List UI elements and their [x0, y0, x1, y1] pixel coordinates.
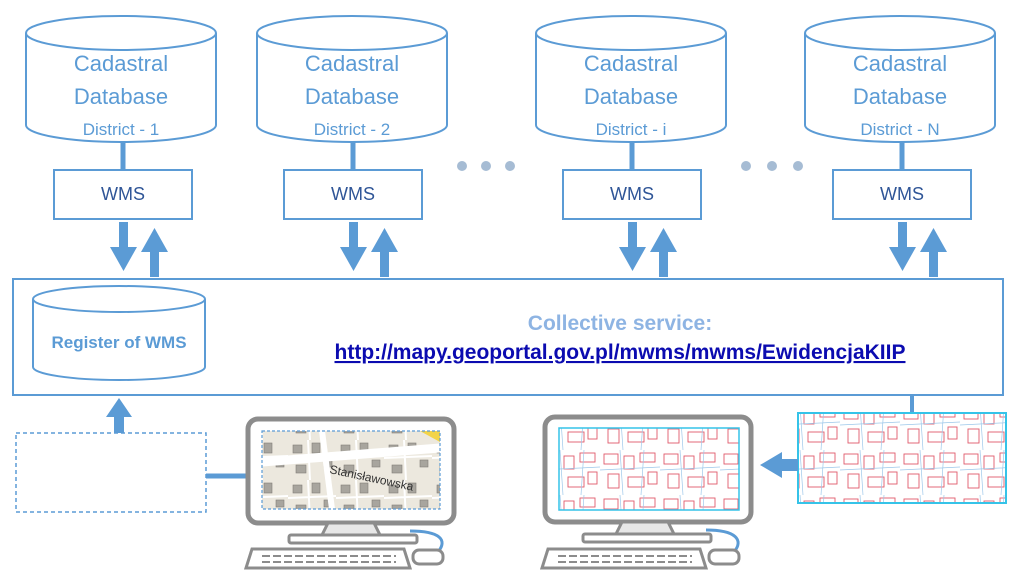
wms-label: WMS — [331, 184, 375, 204]
wms-label: WMS — [880, 184, 924, 204]
database-district-label: District - N — [860, 120, 939, 139]
database-title-line2: Database — [584, 84, 678, 109]
database-title-line2: Database — [305, 84, 399, 109]
db-wms-connectors — [120, 142, 905, 170]
database-icon — [256, 15, 448, 143]
arrow-down-icon — [110, 222, 137, 271]
database-icon — [535, 15, 727, 143]
topographic-map-preview: Stanisławowska — [262, 431, 440, 509]
computer-icon: Stanisławowska — [243, 416, 457, 570]
database-district-label: District - 1 — [83, 120, 160, 139]
wms-label: WMS — [101, 184, 145, 204]
arrow-left-icon — [760, 452, 798, 478]
database-title-line1: Cadastral — [853, 51, 947, 76]
cadastral-map-panel — [797, 412, 1007, 504]
database-title-line2: Database — [74, 84, 168, 109]
ellipsis-icon — [457, 161, 515, 171]
database-title-line1: Cadastral — [305, 51, 399, 76]
computer-icon — [539, 414, 754, 570]
database-icon — [25, 15, 217, 143]
arrow-down-icon — [340, 222, 367, 271]
database-title-line1: Cadastral — [74, 51, 168, 76]
register-of-wms: Register of WMS — [32, 285, 206, 381]
database-title-line2: Database — [853, 84, 947, 109]
wms-box: WMS — [562, 169, 702, 220]
database-district-2: Cadastral Database District - 2 — [256, 15, 448, 143]
ellipsis-icon — [741, 161, 803, 171]
arrow-up-icon — [920, 228, 947, 277]
database-district-label: District - i — [596, 120, 667, 139]
arrow-up-icon — [650, 228, 677, 277]
placeholder-dashed-box — [15, 432, 207, 513]
arrow-up-icon — [106, 398, 132, 433]
database-icon — [804, 15, 996, 143]
arrow-down-icon — [889, 222, 916, 271]
wms-label: WMS — [610, 184, 654, 204]
cadastral-map-preview — [558, 427, 740, 511]
wms-box: WMS — [832, 169, 972, 220]
collective-service-label: Collective service: — [528, 312, 712, 335]
database-icon — [32, 285, 206, 381]
arrow-down-icon — [619, 222, 646, 271]
collective-service-url[interactable]: http://mapy.geoportal.gov.pl/mwms/mwms/E… — [335, 341, 906, 364]
register-label: Register of WMS — [51, 333, 186, 352]
database-district-1: Cadastral Database District - 1 — [25, 15, 217, 143]
wms-box: WMS — [283, 169, 423, 220]
database-title-line1: Cadastral — [584, 51, 678, 76]
wms-box: WMS — [53, 169, 193, 220]
database-district-label: District - 2 — [314, 120, 391, 139]
arrow-up-icon — [141, 228, 168, 277]
arrow-up-icon — [371, 228, 398, 277]
database-district-i: Cadastral Database District - i — [535, 15, 727, 143]
database-district-n: Cadastral Database District - N — [804, 15, 996, 143]
